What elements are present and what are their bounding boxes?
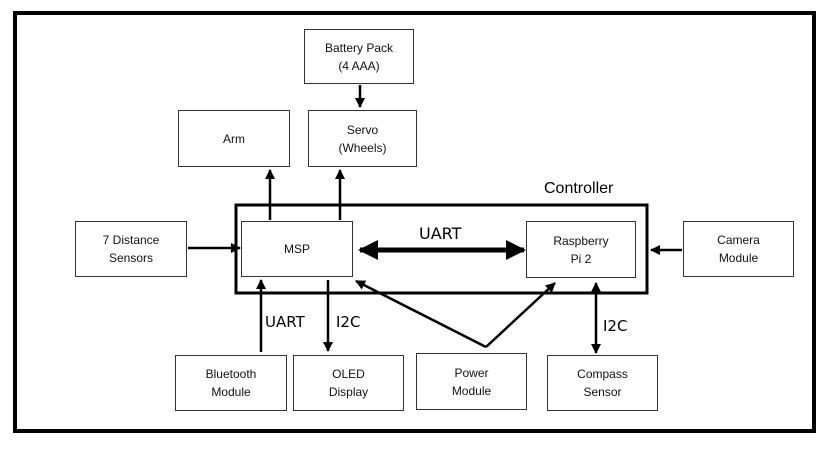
arrow-power-raspberry xyxy=(485,282,556,348)
uart-bluetooth-label: UART xyxy=(265,313,305,331)
compass-sensor-node: Compass Sensor xyxy=(547,355,658,411)
uart-main-label: UART xyxy=(419,224,462,243)
arrow-power-msp xyxy=(355,279,487,349)
i2c-compass-label: I2C xyxy=(603,317,628,335)
battery-pack-node: Battery Pack (4 AAA) xyxy=(304,29,414,84)
camera-module-node: Camera Module xyxy=(683,221,794,277)
i2c-oled-label: I2C xyxy=(336,313,361,331)
power-module-node: Power Module xyxy=(416,353,527,410)
bluetooth-module-node: Bluetooth Module xyxy=(175,355,287,411)
distance-sensors-node: 7 Distance Sensors xyxy=(75,221,187,277)
msp-node: MSP xyxy=(241,221,353,277)
servo-node: Servo (Wheels) xyxy=(308,110,417,167)
arm-node: Arm xyxy=(178,110,290,167)
oled-display-node: OLED Display xyxy=(293,355,404,411)
raspberry-pi-node: Raspberry Pi 2 xyxy=(526,221,636,278)
controller-title: Controller xyxy=(544,180,614,197)
